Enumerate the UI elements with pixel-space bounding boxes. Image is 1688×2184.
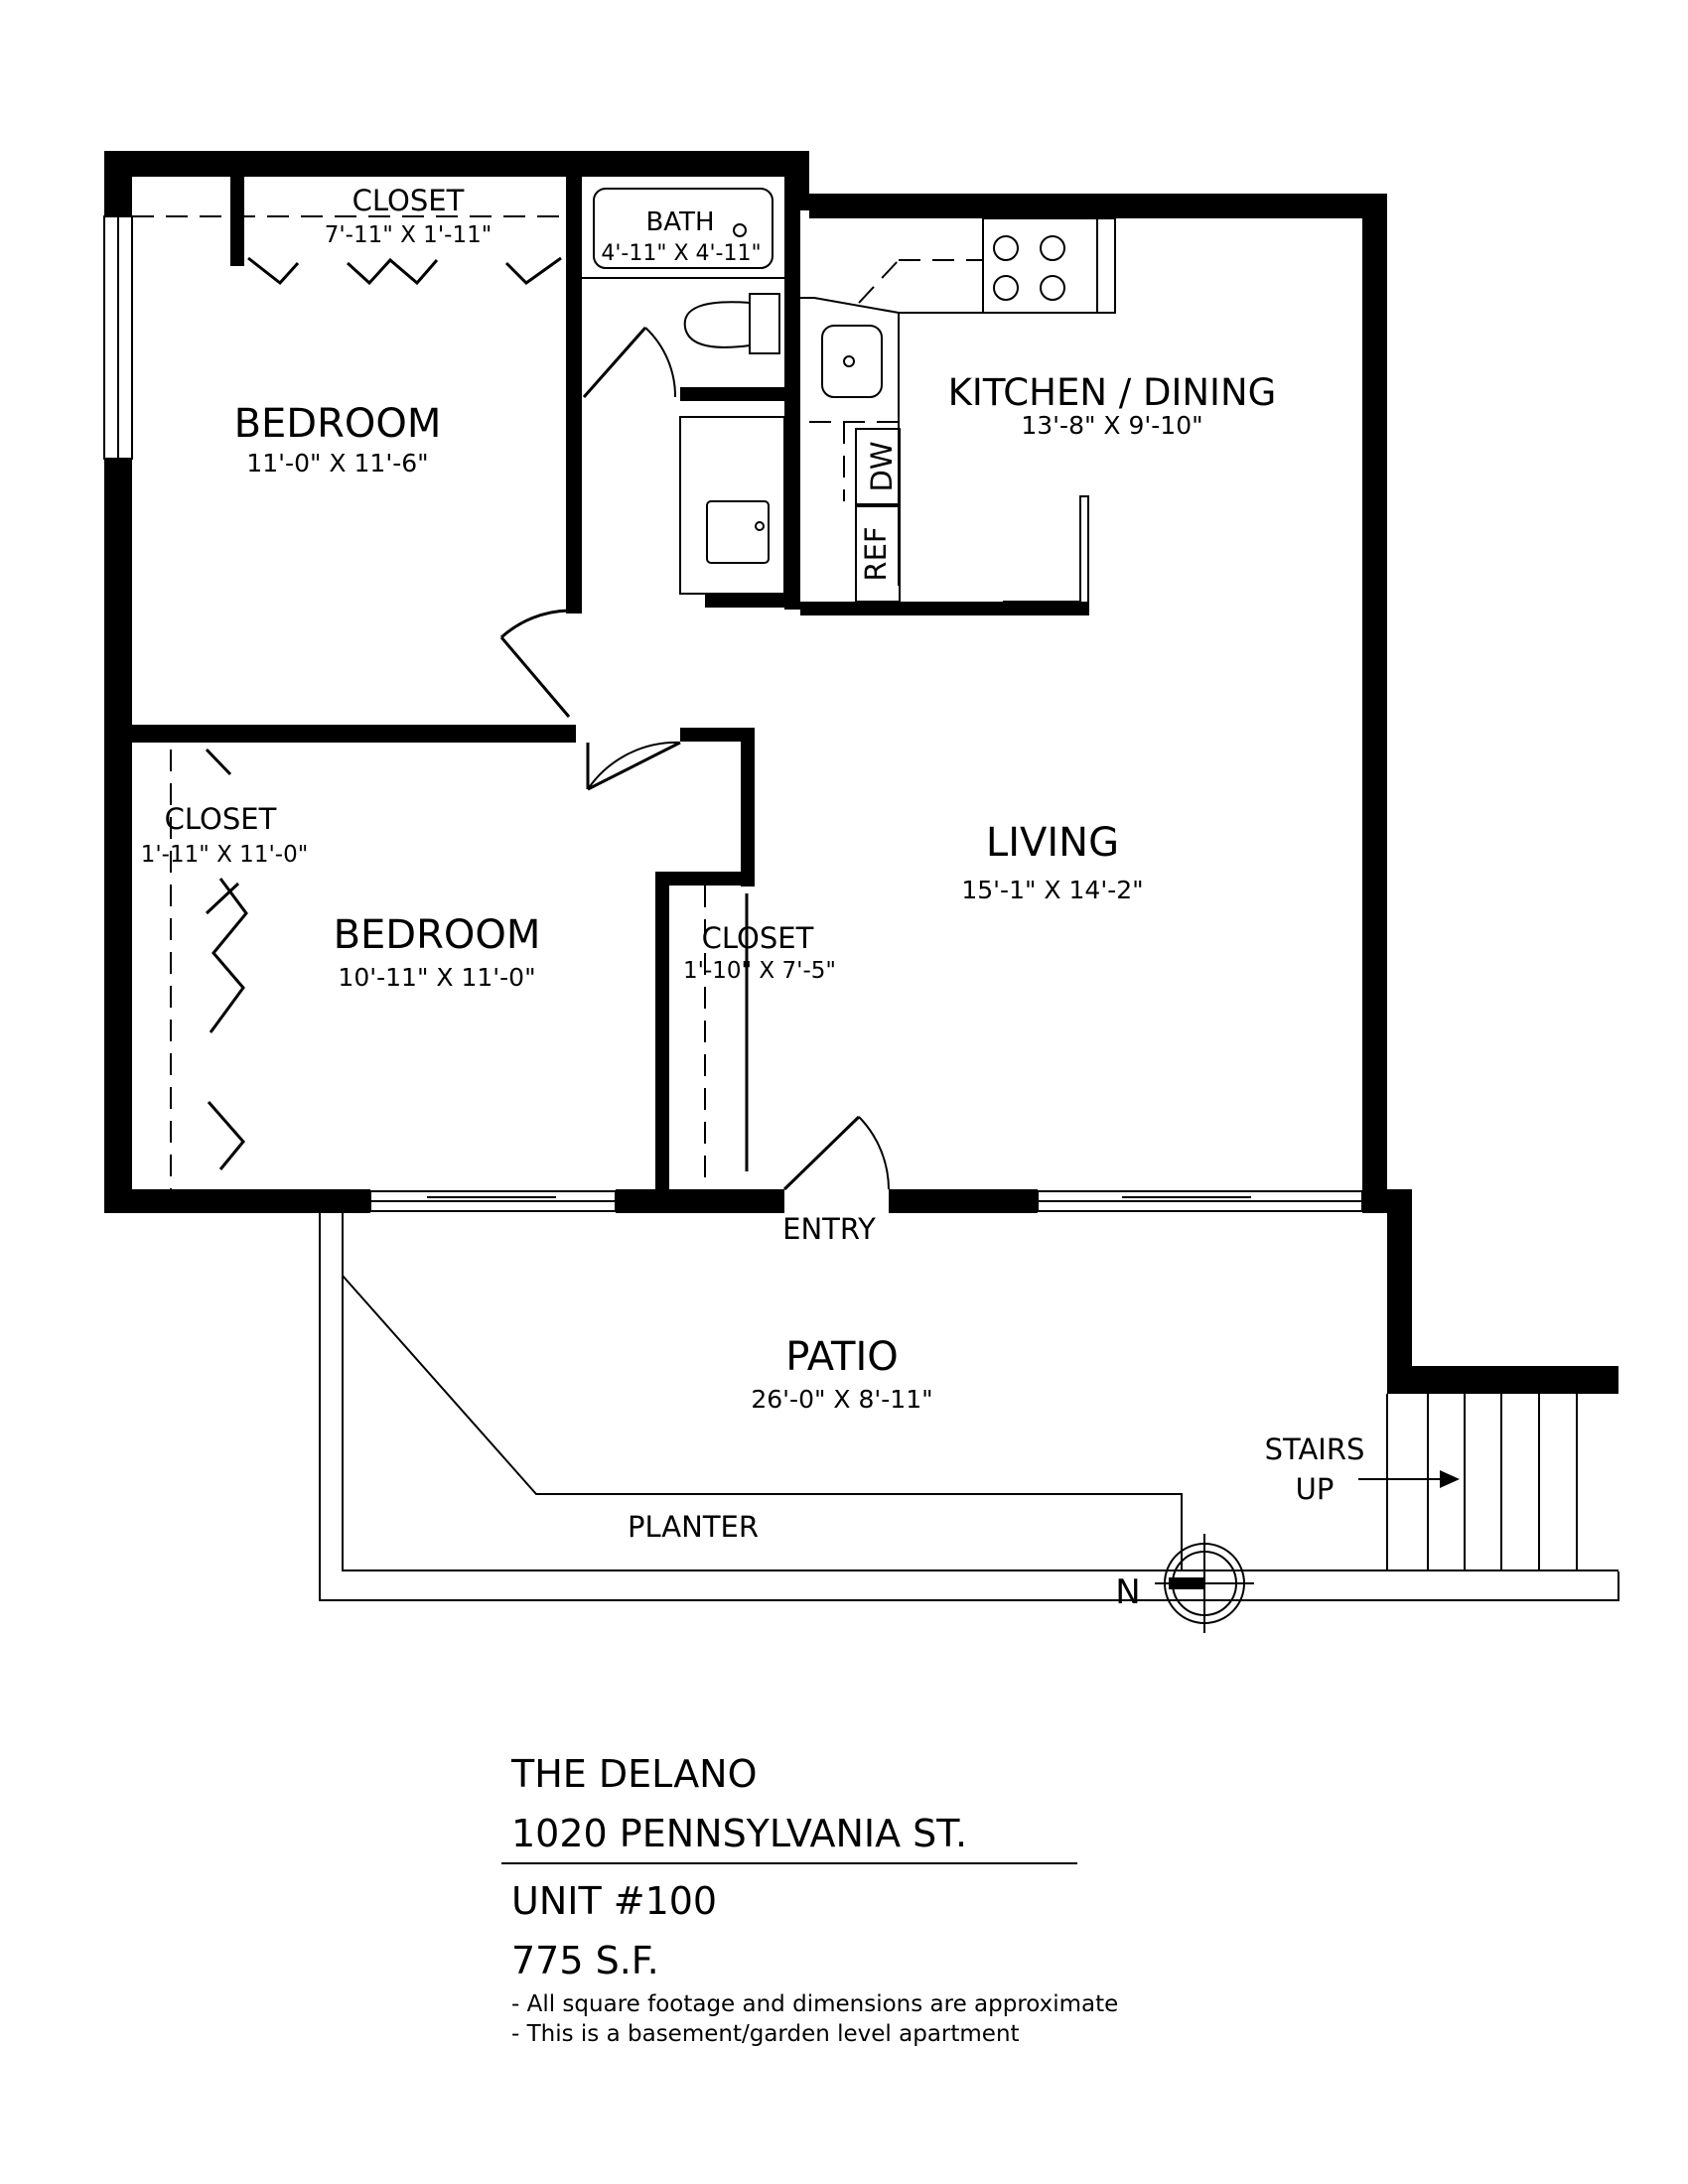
title-divider (501, 1862, 1077, 1864)
closet-entry-dims: 1'-10" X 7'-5" (683, 958, 836, 984)
walls (104, 151, 1618, 1394)
closet-top-dims: 7'-11" X 1'-11" (325, 222, 492, 248)
note-approximate: - All square footage and dimensions are … (511, 1991, 1119, 2017)
closet-left-label: CLOSET (165, 802, 277, 836)
living-dims: 15'-1" X 14'-2" (961, 876, 1143, 904)
kitchen-label: KITCHEN / DINING (948, 371, 1277, 414)
unit-number: UNIT #100 (511, 1879, 718, 1923)
patio-outline (319, 1213, 1619, 1601)
bath-dims: 4'-11" X 4'-11" (601, 241, 761, 266)
planter-label: PLANTER (628, 1510, 759, 1544)
closet-left-dims: 1'-11" X 11'-0" (141, 842, 309, 868)
patio-label: PATIO (785, 1334, 899, 1380)
north-label: N (1115, 1572, 1140, 1612)
ref-label: REF (859, 526, 893, 581)
building-name: THE DELANO (511, 1752, 758, 1796)
bath-label: BATH (645, 207, 714, 237)
stairs (1358, 1394, 1578, 1570)
bedroom-1-dims: 11'-0" X 11'-6" (246, 449, 428, 478)
north-arrow-icon (1155, 1534, 1254, 1633)
living-label: LIVING (986, 820, 1119, 866)
square-footage: 775 S.F. (511, 1939, 659, 1982)
dashed-lines (132, 215, 983, 1189)
floor-plan: CLOSET 7'-11" X 1'-11" BATH 4'-11" X 4'-… (103, 151, 1619, 1633)
closet-entry-label: CLOSET (702, 921, 814, 955)
doors (499, 327, 890, 1191)
bedroom-2-dims: 10'-11" X 11'-0" (338, 963, 535, 992)
building-address: 1020 PENNSYLVANIA ST. (511, 1812, 968, 1855)
stairs-arrow-icon (1440, 1470, 1460, 1488)
bath-fixtures (582, 188, 785, 595)
note-basement: - This is a basement/garden level apartm… (511, 2021, 1020, 2047)
dw-label: DW (865, 441, 899, 491)
kitchen-fixtures (800, 217, 1116, 615)
windows (103, 215, 1363, 1212)
bedroom-2-label: BEDROOM (334, 912, 541, 958)
entry-label: ENTRY (782, 1212, 876, 1246)
stairs-label-1: STAIRS (1265, 1433, 1365, 1466)
stairs-label-2: UP (1296, 1472, 1335, 1506)
closet-doors (205, 256, 749, 1171)
bedroom-1-label: BEDROOM (234, 401, 442, 447)
closet-top-label: CLOSET (352, 184, 465, 217)
patio-dims: 26'-0" X 8'-11" (751, 1385, 932, 1414)
kitchen-dims: 13'-8" X 9'-10" (1021, 411, 1202, 440)
